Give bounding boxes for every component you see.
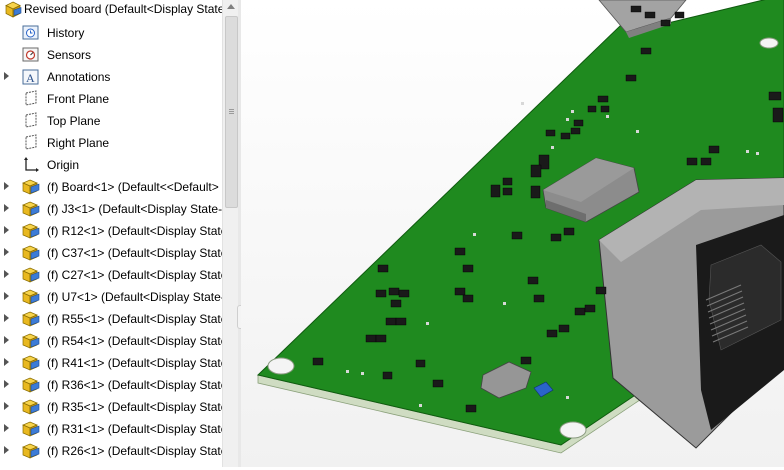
tree-item-label: (f) R55<1> (Default<Display State xyxy=(47,312,228,326)
tree-item-label: (f) R12<1> (Default<Display State xyxy=(47,224,228,238)
tree-item-label: (f) J3<1> (Default<Display State-1 xyxy=(47,202,229,216)
part-icon xyxy=(22,245,40,261)
part-icon xyxy=(22,421,40,437)
expand-arrow-icon[interactable] xyxy=(4,380,9,388)
tree-item-label: Annotations xyxy=(47,70,111,84)
tree-root-assembly[interactable]: Revised board (Default<Display State xyxy=(0,0,225,22)
origin-icon xyxy=(22,157,40,173)
part-icon xyxy=(22,355,40,371)
tree-item-label: Top Plane xyxy=(47,114,101,128)
tree-scrollbar[interactable] xyxy=(222,0,239,467)
tree-item[interactable]: (f) U7<1> (Default<Display State- xyxy=(0,286,225,308)
tree-item[interactable]: (f) R31<1> (Default<Display State xyxy=(0,418,227,440)
assembly-icon xyxy=(4,1,22,18)
tree-item-label: (f) R41<1> (Default<Display State xyxy=(47,356,228,370)
plane-icon xyxy=(22,134,40,151)
svg-text:A: A xyxy=(26,71,35,85)
expand-arrow-icon[interactable] xyxy=(4,182,9,190)
tree-item-label: (f) C27<1> (Default<Display State xyxy=(47,268,228,282)
expand-arrow-icon[interactable] xyxy=(4,424,9,432)
expand-arrow-icon[interactable] xyxy=(4,270,9,278)
tree-item[interactable]: (f) C27<1> (Default<Display State xyxy=(0,264,227,286)
tree-item[interactable]: (f) R41<1> (Default<Display State xyxy=(0,352,227,374)
tree-item[interactable]: Front Plane xyxy=(0,88,222,110)
tree-item-label: Front Plane xyxy=(47,92,110,106)
tree-item-label: (f) R54<1> (Default<Display State xyxy=(47,334,228,348)
connector-pins xyxy=(705,284,749,343)
annotations-icon: A xyxy=(22,69,40,85)
tree-item-label: (f) Board<1> (Default<<Default> xyxy=(47,180,219,194)
tree-item[interactable]: (f) R12<1> (Default<Display State xyxy=(0,220,227,242)
tree-item[interactable]: (f) J3<1> (Default<Display State-1 xyxy=(0,198,229,220)
expand-arrow-icon[interactable] xyxy=(4,446,9,454)
mounting-hole-top xyxy=(759,37,779,49)
expand-arrow-icon[interactable] xyxy=(4,336,9,344)
smd-components xyxy=(312,5,784,413)
expand-arrow-icon[interactable] xyxy=(4,314,9,322)
tree-item-label: (f) U7<1> (Default<Display State- xyxy=(47,290,225,304)
feature-tree: Revised board (Default<Display State His… xyxy=(0,0,229,467)
tree-root-label: Revised board (Default<Display State xyxy=(24,2,225,16)
expand-arrow-icon[interactable] xyxy=(4,204,9,212)
tree-item[interactable]: (f) R55<1> (Default<Display State xyxy=(0,308,227,330)
tree-item[interactable]: (f) R26<1> (Default<Display State xyxy=(0,440,227,462)
tree-item-label: Sensors xyxy=(47,48,92,62)
tree-item[interactable]: Origin xyxy=(0,154,222,176)
tree-item[interactable]: Top Plane xyxy=(0,110,222,132)
expand-arrow-icon[interactable] xyxy=(4,72,9,80)
part-icon xyxy=(22,201,40,217)
tree-item-label: (f) R35<1> (Default<Display State xyxy=(47,400,228,414)
graphics-viewport[interactable] xyxy=(241,0,784,467)
small-ic-chip xyxy=(480,361,532,399)
tree-item[interactable]: History xyxy=(0,22,222,44)
sensors-icon xyxy=(22,47,40,63)
part-icon xyxy=(22,311,40,327)
part-icon xyxy=(22,289,40,305)
scrollbar-thumb[interactable] xyxy=(225,16,238,208)
tiny-pads xyxy=(346,102,759,407)
tree-item[interactable]: Sensors xyxy=(0,44,222,66)
tree-item-label: Right Plane xyxy=(47,136,110,150)
pcb-3d-model xyxy=(241,0,784,467)
tree-item[interactable]: Right Plane xyxy=(0,132,222,154)
tree-item[interactable]: (f) R36<1> (Default<Display State xyxy=(0,374,227,396)
plane-icon xyxy=(22,112,40,129)
tree-item-label: History xyxy=(47,26,85,40)
history-icon xyxy=(22,25,40,41)
mounting-hole-right xyxy=(559,421,587,439)
tree-item-label: (f) R36<1> (Default<Display State xyxy=(47,378,228,392)
tree-item-label: (f) R31<1> (Default<Display State xyxy=(47,422,228,436)
expand-arrow-icon[interactable] xyxy=(4,358,9,366)
part-icon xyxy=(22,399,40,415)
plane-icon xyxy=(22,90,40,107)
part-icon xyxy=(22,223,40,239)
mounting-hole-left xyxy=(267,357,295,375)
panel-splitter[interactable] xyxy=(238,0,241,467)
tree-item[interactable]: (f) R35<1> (Default<Display State xyxy=(0,396,227,418)
part-icon xyxy=(22,377,40,393)
expand-arrow-icon[interactable] xyxy=(4,248,9,256)
expand-arrow-icon[interactable] xyxy=(4,226,9,234)
scroll-up-arrow-icon[interactable] xyxy=(227,4,235,9)
tree-item[interactable]: A Annotations xyxy=(0,66,222,88)
part-icon xyxy=(22,333,40,349)
expand-arrow-icon[interactable] xyxy=(4,292,9,300)
part-icon xyxy=(22,443,40,459)
part-icon xyxy=(22,179,40,195)
tree-item-label: Origin xyxy=(47,158,80,172)
tree-item-label: (f) R26<1> (Default<Display State xyxy=(47,444,228,458)
tree-item[interactable]: (f) R54<1> (Default<Display State xyxy=(0,330,227,352)
tree-item[interactable]: (f) Board<1> (Default<<Default> xyxy=(0,176,222,198)
expand-arrow-icon[interactable] xyxy=(4,402,9,410)
tree-item-label: (f) C37<1> (Default<Display State xyxy=(47,246,228,260)
tree-item[interactable]: (f) C37<1> (Default<Display State xyxy=(0,242,227,264)
part-icon xyxy=(22,267,40,283)
blue-component xyxy=(533,381,554,398)
